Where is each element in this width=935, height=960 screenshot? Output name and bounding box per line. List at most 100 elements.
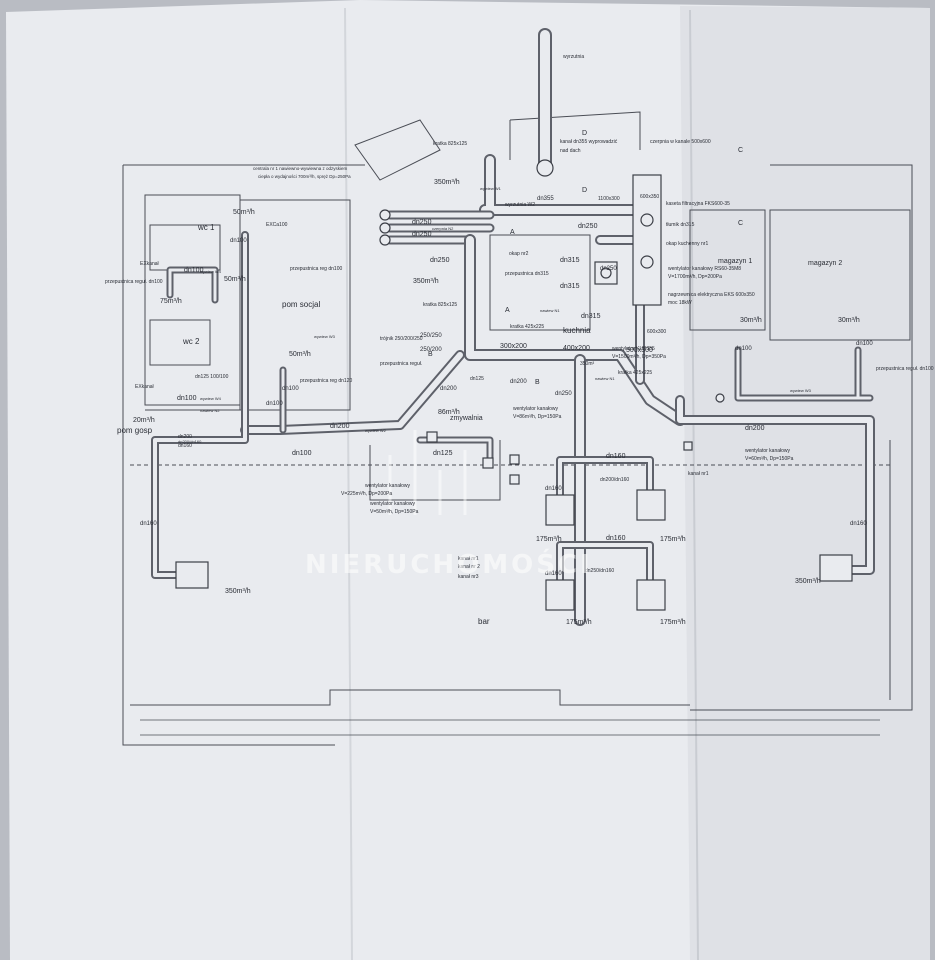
label-okap: okap nr2 — [509, 251, 529, 257]
label-przepustnica-dn100c: przepustnica reguł. dn100 — [876, 366, 934, 372]
watermark-logo — [388, 430, 467, 515]
label-kratka-425: kratka 425x225 — [510, 324, 544, 330]
label-sec-c2: C — [738, 220, 743, 227]
label-nad-dachem: nad dach — [560, 148, 581, 154]
label-dn160-5: dn160 — [545, 571, 562, 577]
label-pom-socjal: pom socjal — [282, 300, 320, 309]
label-r500x300: 500x300 — [626, 347, 653, 354]
diffuser-box — [636, 579, 666, 611]
label-q50-2: 50m³/h — [224, 276, 246, 283]
diffuser-box — [545, 494, 575, 526]
watermark-logo-bars — [388, 430, 467, 515]
label-wentylator1: wentylator kanałowy — [365, 483, 411, 489]
label-wentylator5: wentylator kanałowy — [745, 448, 791, 454]
label-wentylator4: wentylator KUB355 — [612, 346, 655, 352]
fan-icon — [600, 267, 612, 279]
label-q350-1: 350m³/h — [434, 179, 460, 186]
dn160-branch-duct — [558, 543, 652, 582]
building-outline — [122, 111, 913, 746]
label-sec-c1: C — [738, 147, 743, 154]
label-dn250-3: dn250 — [430, 257, 450, 264]
label-dn250-5: dn250 — [555, 391, 572, 397]
label-tlumik: tłumik dn315 — [666, 222, 695, 228]
fan-icon — [536, 159, 554, 177]
label-okap-kuch: okap kuchenny nr1 — [666, 241, 708, 247]
label-dn160-7: dn160 — [140, 521, 157, 527]
label-q30-2: 30m³/h — [838, 317, 860, 324]
label-dn250-4: dn250 — [578, 223, 598, 230]
label-wc2: wc 2 — [182, 337, 200, 346]
label-wc1: wc 1 — [197, 223, 215, 232]
label-czerpnia: czerpnia w kanale 500x600 — [650, 139, 711, 145]
label-sec-b2: B — [535, 379, 540, 386]
label-d125-100: dn125 100/100 — [195, 374, 229, 380]
east-duct — [677, 397, 873, 573]
label-kratka-425b: kratka 425x225 — [618, 370, 652, 376]
label-kanal-dn355: kanał dn355 wyprowadzić — [560, 139, 618, 145]
label-q350-4: 350m³/h — [795, 578, 821, 585]
label-q175-4: 175m³/h — [660, 619, 686, 626]
label-dn200-1: dn200 — [330, 423, 350, 430]
label-nawiew-n1: nawiew N1 — [540, 308, 560, 313]
label-czerpnia-n2: czerpnia N2 — [432, 226, 454, 231]
label-exkanal: EXkanał — [140, 261, 160, 267]
ahu-ducts — [387, 212, 493, 243]
label-wywiew-w1: wywiew W1 — [480, 186, 502, 191]
label-kratka-825: kratka 825x125 — [433, 141, 467, 147]
shaft-outline — [509, 111, 641, 160]
magazine-ducts — [736, 348, 872, 400]
label-dn200-5: dn200 — [178, 434, 192, 440]
grille — [509, 454, 520, 465]
drawing-labels: wc 1 wc 2 pom socjal pom gosp kuchnia zmywaln… — [105, 54, 934, 626]
label-wentylator3: wentylator kanałowy — [513, 406, 559, 412]
label-dn100-3: dn100 — [292, 450, 312, 457]
wc-ducts — [168, 268, 217, 302]
supply-duct — [466, 236, 684, 424]
label-wywiew-w4b: wywiew W4 — [200, 396, 222, 401]
label-pom-gosp: pom gosp — [117, 426, 153, 435]
label-dn100-1: dn100 — [184, 267, 204, 274]
label-kuchnia: kuchnia — [563, 326, 591, 335]
label-wentylator6b: V=1700m³/h, Dp=200Pa — [668, 274, 722, 280]
label-sec-b1: B — [428, 351, 433, 358]
label-przepustnica-reg: przepustnica reguł. — [380, 361, 422, 367]
label-kanal-nr3: kanał nr3 — [458, 574, 479, 580]
label-kaseta: kaseta filtracyjna FKS600-35 — [666, 201, 730, 207]
label-d250-160: dn250/dn160 — [585, 568, 614, 574]
label-dn100-4: dn100 — [230, 238, 247, 244]
label-centrala2: ciepła o wydajności 700m³/h, spręż Dp=25… — [258, 174, 351, 179]
label-wentylator1b: V=225m³/h, Dp=200Pa — [341, 491, 392, 497]
label-q30-1: 30m³/h — [740, 317, 762, 324]
label-wentylator6: wentylator kanałowy RS60-35M8 — [668, 266, 741, 272]
inline-fan — [426, 431, 438, 443]
equipment — [175, 159, 853, 611]
label-zmywalnia: zmywalnia — [450, 415, 483, 422]
label-wentylator2b: V=50m³/h, Dp=150Pa — [370, 509, 419, 515]
main-duct — [481, 156, 644, 214]
label-sec-a1: A — [510, 229, 515, 236]
label-q86: 86m³/h — [438, 409, 460, 416]
label-nagrzewnica: nagrzewnica elektryczna EKS 600x350 — [668, 292, 755, 298]
label-wywiew-w3b: wywiew W3 — [790, 388, 812, 393]
label-centrala1: centrala nr 1 nawiewno-wywiewna z odzysk… — [253, 166, 348, 171]
dn160-branch-duct — [558, 458, 652, 497]
label-kanal-nr1: kanał nr1 — [458, 556, 479, 562]
paper-fold — [344, 7, 353, 960]
label-dn315-1: dn315 — [560, 283, 580, 290]
label-wywiew-w3: wywiew W3 — [314, 334, 336, 339]
label-dn100-8: dn100 — [282, 386, 299, 392]
label-q175-2: 175m³/h — [660, 536, 686, 543]
label-trojnik: trójnik 250/200/250 — [380, 336, 423, 342]
dishroom-outline — [369, 440, 501, 501]
label-exkanal2: EXkanał — [135, 384, 155, 390]
label-sec-d1: D — [582, 130, 587, 137]
label-bar: bar — [478, 617, 490, 626]
label-q50-3: 50m³/h — [289, 351, 311, 358]
label-sec-d2: D — [582, 187, 587, 194]
label-dn250-1: dn250 — [412, 219, 432, 226]
label-dn100-7: dn100 — [856, 341, 873, 347]
label-q175-3: 175m³/h — [566, 619, 592, 626]
label-q175-1: 175m³/h — [536, 536, 562, 543]
